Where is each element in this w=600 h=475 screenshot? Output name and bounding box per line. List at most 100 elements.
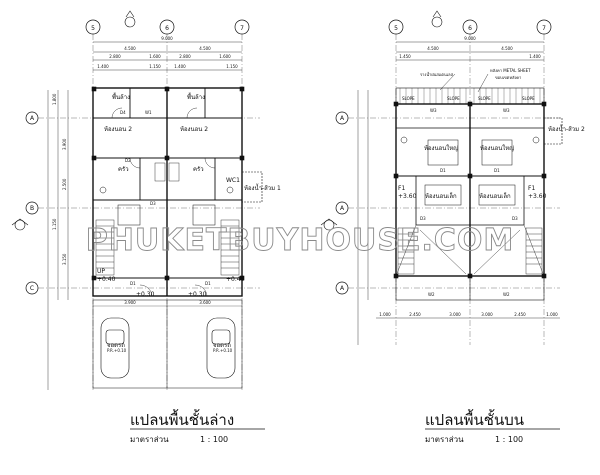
- level-label: UP: [97, 268, 105, 275]
- room-label: จอดรถ: [107, 342, 125, 349]
- row-label: B: [30, 205, 34, 212]
- room-label: ห้องนอน 2: [104, 126, 132, 133]
- slope-label: SLOPE: [478, 96, 491, 101]
- column-label: 7: [240, 25, 244, 32]
- row-bubble: A: [335, 281, 349, 295]
- door-tag: D3: [420, 216, 426, 221]
- level-label: +0.40: [226, 276, 245, 283]
- row-bubble: C: [25, 281, 39, 295]
- dimension-text: 1.000: [546, 312, 558, 317]
- door-tag: D1: [205, 281, 211, 286]
- dimension-text: 2.800: [109, 54, 121, 59]
- column-bubble: 6: [159, 19, 175, 35]
- window-tag: W3: [430, 108, 437, 113]
- upper-floor-plan: 5 6 7 9.000 4.500 4.500 1.450 1.400 รางน…: [320, 10, 563, 345]
- slope-label: SLOPE: [447, 96, 460, 101]
- dimension-text: 3.600: [199, 300, 211, 305]
- scale-label: มาตราส่วน: [425, 435, 464, 444]
- dimension-text: 2.800: [179, 54, 191, 59]
- level-label: F1: [528, 185, 535, 192]
- roof-note: หลังคา METAL SHEET: [490, 68, 531, 73]
- room-label: พื้นล้าง: [187, 91, 205, 101]
- level-label: +0.40: [97, 276, 116, 283]
- row-label: A: [340, 115, 345, 122]
- door-tag: D1: [440, 168, 446, 173]
- room-label: พื้นล้าง: [112, 91, 130, 101]
- door-tag: D1: [494, 168, 500, 173]
- column-label: 6: [468, 25, 472, 32]
- plan-title: แปลนพื้นชั้นล่าง: [130, 409, 234, 429]
- car-outline: [100, 317, 130, 379]
- dimension-text: 1.800: [52, 93, 57, 105]
- door-tag: D2: [125, 158, 131, 163]
- column-label: 7: [542, 25, 546, 32]
- column-label: 6: [165, 25, 169, 32]
- dimension-text: 4.500: [501, 46, 513, 51]
- level-label: +3.60: [528, 193, 547, 200]
- ground-floor-plan: 5 6 7 9.000 4.500 4.500 2.800 1.600 2.80…: [11, 10, 263, 390]
- window-tag: W2: [428, 292, 435, 297]
- row-label: A: [340, 205, 345, 212]
- dimension-text: 1.000: [379, 312, 391, 317]
- slope-label: SLOPE: [522, 96, 535, 101]
- window-tag: W3: [503, 108, 510, 113]
- upper-floor-labels: SLOPE SLOPE SLOPE SLOPE ห้องนอนใหญ่ ห้อง…: [398, 96, 585, 297]
- row-label: A: [340, 285, 345, 292]
- door-tag: D3: [512, 216, 518, 221]
- scale-label: มาตราส่วน: [130, 435, 169, 444]
- plan-title: แปลนพื้นชั้นบน: [425, 409, 524, 429]
- room-label: จอดรถ: [213, 342, 231, 349]
- dimension-text: 1.150: [226, 64, 238, 69]
- dimension-text: 2.450: [409, 312, 421, 317]
- door-tag: D1: [130, 281, 136, 286]
- dimension-text: 1.400: [529, 54, 541, 59]
- level-label: +0.30: [136, 291, 155, 298]
- dimension-text: 3.150: [62, 253, 67, 265]
- watermark: PHUKETBUYHOUSE.COM: [86, 223, 514, 258]
- room-label: ครัว: [118, 166, 129, 173]
- room-label: ห้องนอนใหญ่: [480, 144, 514, 152]
- room-label: ห้องนอน 2: [180, 126, 208, 133]
- dimension-text: 1.600: [149, 54, 161, 59]
- room-label: ห้องนอนใหญ่: [424, 144, 458, 152]
- door-tag: D3: [150, 201, 156, 206]
- scale-value: 1 : 100: [495, 435, 523, 444]
- column-bubble: 5: [85, 19, 101, 35]
- door-tag: W1: [145, 110, 152, 115]
- section-marker: [124, 10, 136, 28]
- room-label: ห้องนอนเล็ก: [479, 191, 511, 200]
- scale-value: 1 : 100: [200, 435, 228, 444]
- column-bubble: 5: [388, 19, 404, 35]
- section-marker: [431, 10, 443, 28]
- level-label: +0.30: [188, 291, 207, 298]
- door-tag: D4: [120, 110, 126, 115]
- row-bubble: A: [335, 111, 349, 125]
- staircase: [397, 227, 415, 275]
- room-label: ห้องน้ำ-ส้วม 1: [244, 182, 281, 192]
- car-outline: [206, 317, 236, 379]
- roof-note: รางน้ำฝนสแตนเลส: [420, 70, 454, 77]
- column-bubble: 7: [234, 19, 250, 35]
- window-tag: W2: [503, 292, 510, 297]
- ground-floor-labels: พื้นล้าง พื้นล้าง ห้องนอน 2 ห้องนอน 2 คร…: [97, 91, 281, 353]
- dimension-text: 1.150: [149, 64, 161, 69]
- dimension-text: 3.000: [449, 312, 461, 317]
- room-label: ห้องน้ำ-ส้วม 2: [548, 123, 585, 133]
- staircase: [220, 219, 240, 276]
- column-bubble: 7: [536, 19, 552, 35]
- dimension-text: 3.900: [62, 138, 67, 150]
- dimension-text: 4.500: [124, 46, 136, 51]
- roof-note: ขอบเขตหลังคา: [495, 75, 521, 80]
- room-label: WC1: [226, 177, 240, 184]
- dimension-text: 3.900: [124, 300, 136, 305]
- row-bubble: B: [25, 201, 39, 215]
- column-bubble: 6: [462, 19, 478, 35]
- dimension-text: 9.000: [464, 36, 476, 41]
- dimension-text: 9.000: [161, 36, 173, 41]
- staircase: [95, 219, 115, 276]
- row-bubble: A: [335, 201, 349, 215]
- room-label: ห้องนอนเล็ก: [425, 191, 457, 200]
- level-label: P.R.+0.10: [107, 348, 127, 353]
- row-bubble: A: [25, 111, 39, 125]
